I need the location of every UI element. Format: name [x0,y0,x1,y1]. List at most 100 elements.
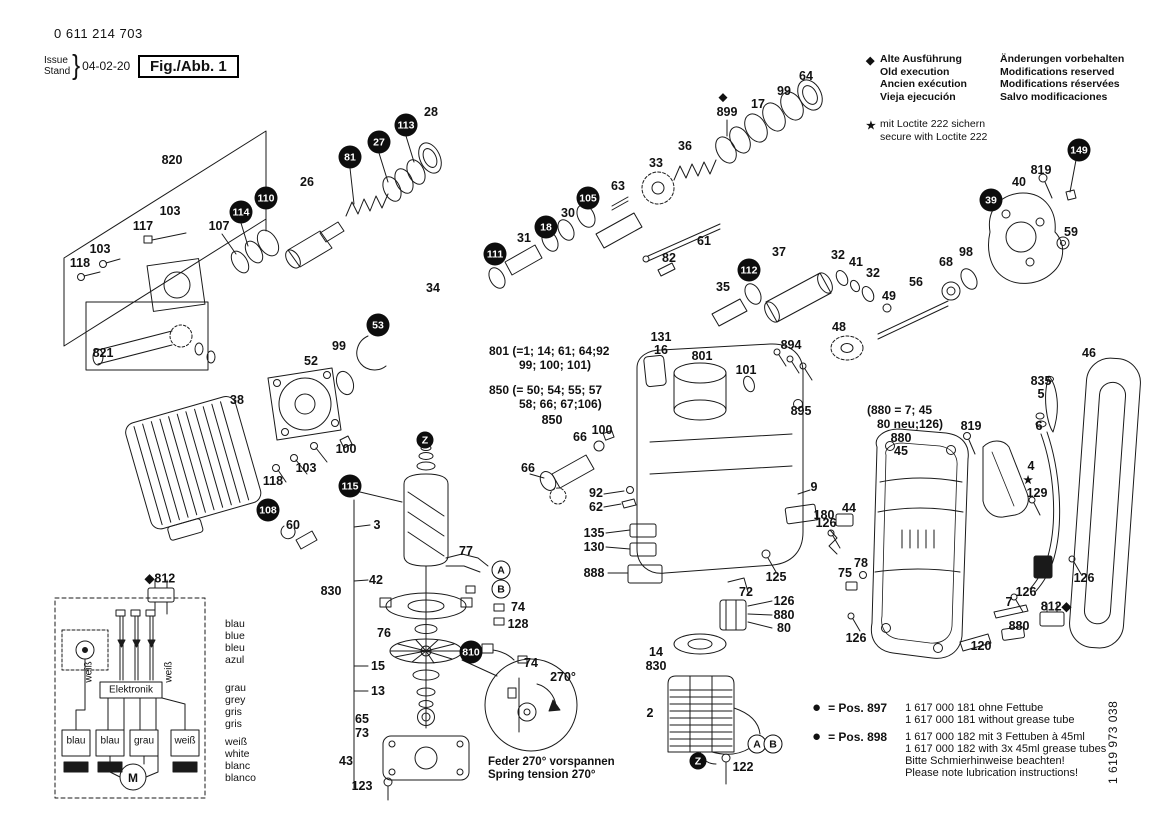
text-line: weiß [225,736,248,748]
part-callout-74: 74 [524,656,538,670]
part-callout-270: 270° [550,670,576,684]
text-line: azul [225,654,245,666]
part-callout-Z: Z [689,752,707,770]
text-line: Änderungen vorbehalten [1000,53,1125,65]
part-callout-819: 819 [1030,163,1052,177]
pos-898-dot-icon: ● [812,728,822,745]
part-callout-126: 126 [773,594,795,608]
text-line: Modifications reserved [1000,65,1115,78]
part-callout-59: 59 [1064,225,1078,239]
part-callout-180: 180 [813,508,835,522]
part-callout-62: 62 [589,500,603,514]
part-callout-7: 7 [1005,595,1013,609]
part-callout-4: 4 [1027,459,1035,473]
text-line: 1 617 000 181 ohne Fettube [905,702,1044,714]
part-callout-: ◆ [718,91,728,104]
text-line: gris [225,706,242,718]
issue-label: Issue [44,55,68,66]
wire-box-grau: grau [133,735,155,747]
part-callout-895: 895 [790,404,812,418]
pos-897-label: = Pos. 897 [828,701,888,715]
part-callout-77: 77 [459,544,473,558]
part-callout-118: 118 [262,474,284,488]
part-callout-111: 111 [483,242,507,266]
part-callout-49: 49 [882,289,896,303]
part-callout-31: 31 [517,231,531,245]
part-callout-103: 103 [295,461,317,475]
part-callout-32: 32 [866,266,880,280]
part-callout-131: 131 [650,330,672,344]
part-callout-72: 72 [739,585,753,599]
part-callout-74: 74 [511,600,525,614]
part-callout-45: 45 [894,444,908,458]
part-callout-80: 80 [777,621,791,635]
part-callout-98: 98 [959,245,973,259]
part-callout-46: 46 [1082,346,1096,360]
part-callout-99: 99 [777,84,791,98]
text-line: secure with Loctite 222 [880,130,988,143]
part-callout-41: 41 [849,255,863,269]
part-callout-899: 899 [716,105,738,119]
wire-color-weiss-right: weiß [163,661,175,683]
part-callout-105: 105 [576,186,600,210]
document-code-vertical: 1 619 973 038 [1106,700,1120,784]
issue-stand-block: Issue Stand } 04-02-20 [44,50,130,81]
part-callout-64: 64 [799,69,813,83]
text-line: Alte Ausführung [880,53,962,65]
text-line: mit Loctite 222 sichern [880,118,986,130]
part-callout-100: 100 [335,442,357,456]
part-callout-122: 122 [732,760,754,774]
part-callout-53: 53 [366,313,390,337]
text-line: 80 neu;126) [877,416,944,431]
part-callout-115: 115 [338,474,362,498]
text-line: (880 = 7; 45 [867,403,933,417]
document-number: 0 611 214 703 [54,26,143,41]
part-callout-48: 48 [832,320,846,334]
part-callout-126: 126 [1073,571,1095,585]
text-line: grau [225,682,247,694]
part-callout-830: 830 [645,659,667,673]
part-callout-68: 68 [939,255,953,269]
wire-box-blau-1: blau [66,735,86,747]
part-callout-130: 130 [583,540,605,554]
text-line: blanc [225,760,251,772]
pos-897-dot-icon: ● [812,699,822,716]
old-execution-diamond-icon: ◆ [866,55,875,67]
part-callout-888: 888 [583,566,605,580]
part-callout-123: 123 [351,779,373,793]
part-callout-92: 92 [589,486,603,500]
part-callout-850: 850 [541,413,563,427]
part-callout-113: 113 [394,113,418,137]
part-callout-3: 3 [373,518,381,532]
part-callout-126: 126 [845,631,867,645]
part-callout-16: 16 [654,343,668,357]
part-callout-6: 6 [1035,419,1043,433]
text-line: blanco [225,772,256,784]
part-callout-81: 81 [338,145,362,169]
text-line: gris [225,718,242,730]
part-callout-Z: Z [416,431,434,449]
part-callout-32: 32 [831,248,845,262]
text-line: 1 617 000 182 mit 3 Fettuben à 45ml [905,731,1085,743]
part-callout-A: A [747,734,767,754]
part-callout-15: 15 [371,659,385,673]
text-line: bleu [225,642,245,654]
pos-898-label: = Pos. 898 [828,730,888,744]
part-callout-75: 75 [838,566,852,580]
figure-label-box: Fig./Abb. 1 [138,55,239,78]
text-line: Salvo modificaciones [1000,90,1108,103]
part-callout-35: 35 [716,280,730,294]
part-callout-2: 2 [646,706,654,720]
part-callout-14: 14 [649,645,663,659]
part-callout-56: 56 [909,275,923,289]
part-callout-33: 33 [649,156,663,170]
part-callout-52: 52 [304,354,318,368]
